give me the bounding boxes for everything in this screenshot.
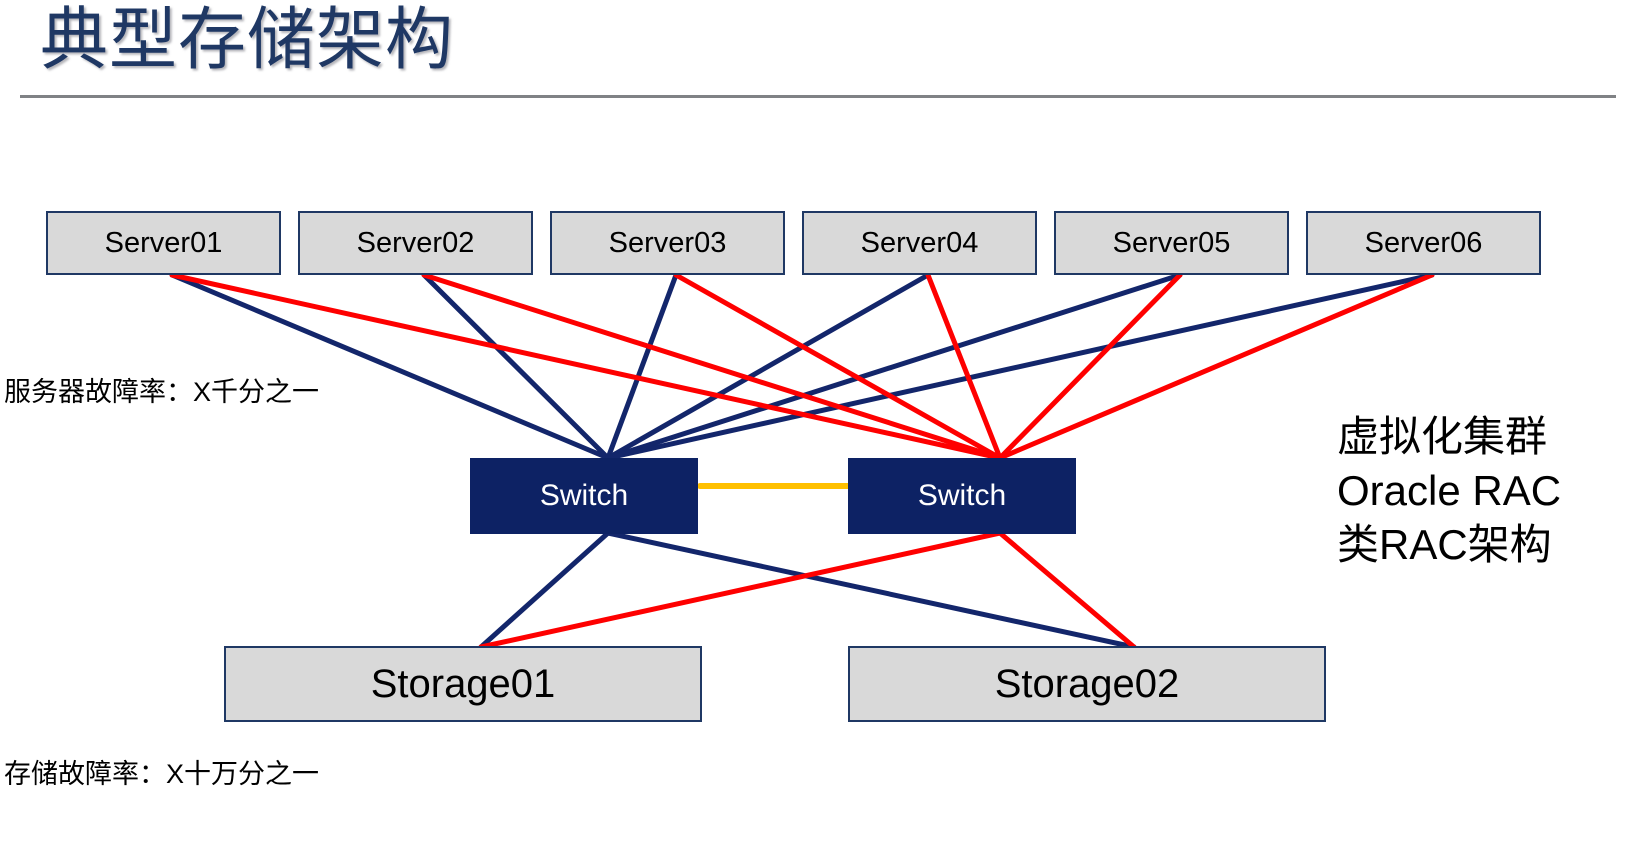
cluster-note-line-2: Oracle RAC	[1337, 466, 1562, 514]
server-node-5[interactable]: Server05	[1054, 211, 1289, 275]
server-node-2[interactable]: Server02	[298, 211, 533, 275]
server-to-left-switch-links	[169, 272, 1435, 461]
link-switch-right-to-storage01	[478, 530, 1003, 650]
switch-node-2[interactable]: Switch	[848, 458, 1076, 534]
server-node-4[interactable]: Server04	[802, 211, 1037, 275]
server-node-label: Server06	[1364, 226, 1483, 259]
server-node-label: Server03	[608, 226, 727, 259]
server-node-label: Server04	[860, 226, 979, 259]
left-switch-to-storage-links	[478, 530, 1137, 650]
server-node-label: Server01	[104, 226, 223, 259]
link-switch-left-to-storage01	[478, 530, 611, 650]
link-server4-to-switch-left	[605, 272, 931, 461]
cluster-note-line-1: 虚拟化集群	[1337, 413, 1548, 460]
link-server3-to-switch-left	[605, 272, 679, 461]
link-switch-right-to-storage02	[997, 530, 1137, 650]
server-to-right-switch-links	[169, 272, 1435, 461]
link-server4-to-switch-right	[925, 272, 1003, 461]
switch-node-label: Switch	[917, 479, 1007, 512]
storage-node-label: Storage01	[370, 661, 556, 706]
server-node-3[interactable]: Server03	[550, 211, 785, 275]
cluster-architecture-note: 虚拟化集群 Oracle RAC 类RAC架构	[1337, 410, 1561, 571]
link-server5-to-switch-right	[997, 272, 1183, 461]
link-server2-to-switch-left	[421, 272, 611, 461]
switch-node-label: Switch	[539, 479, 629, 512]
link-server3-to-switch-right	[673, 272, 1003, 461]
cluster-note-line-3: 类RAC架构	[1337, 520, 1552, 568]
storage-failure-rate-note: 存储故障率：X十万分之一	[4, 759, 320, 789]
link-switch-left-to-storage02	[605, 530, 1137, 650]
storage-node-label: Storage02	[994, 661, 1180, 706]
storage-node-1[interactable]: Storage01	[224, 646, 702, 722]
switch-node-1[interactable]: Switch	[470, 458, 698, 534]
title-divider	[20, 95, 1616, 98]
right-switch-to-storage-links	[478, 530, 1137, 650]
link-server6-to-switch-left	[605, 272, 1435, 461]
link-server6-to-switch-right	[997, 272, 1435, 461]
server-node-label: Server05	[1112, 226, 1231, 259]
server-node-1[interactable]: Server01	[46, 211, 281, 275]
link-server1-to-switch-left	[169, 272, 611, 461]
server-node-6[interactable]: Server06	[1306, 211, 1541, 275]
storage-node-2[interactable]: Storage02	[848, 646, 1326, 722]
link-server1-to-switch-right	[169, 272, 1003, 461]
link-server2-to-switch-right	[421, 272, 1003, 461]
server-node-label: Server02	[356, 226, 475, 259]
link-server5-to-switch-left	[605, 272, 1183, 461]
server-failure-rate-note: 服务器故障率：X千分之一	[4, 377, 320, 407]
page-title: 典型存储架构	[40, 2, 455, 78]
